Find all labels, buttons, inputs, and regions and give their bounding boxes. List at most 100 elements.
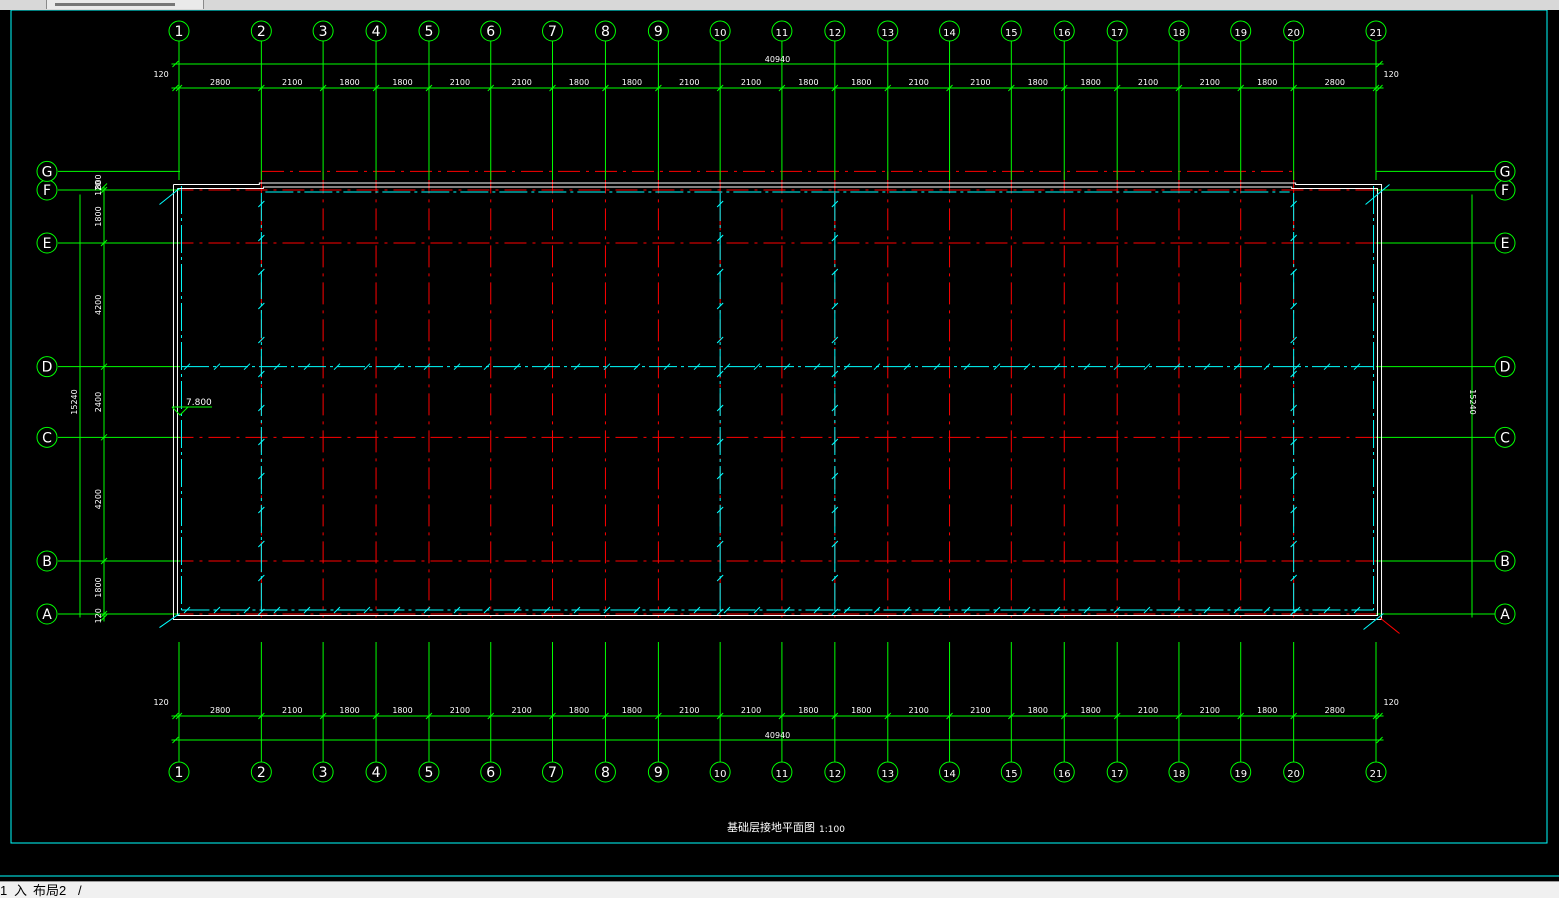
column-bubble-bottom (312, 761, 334, 783)
cyan-tick (716, 540, 724, 548)
file-tab[interactable] (46, 0, 204, 9)
dim-spacing-bottom: 1800 (569, 706, 589, 715)
outer-wall-outline (159, 182, 1400, 634)
cyan-tick (543, 606, 551, 614)
cyan-tick (303, 363, 311, 371)
cyan-grounding-lines (180, 186, 1375, 616)
column-bubble-top (939, 20, 961, 42)
layout-tab-1[interactable]: 1 (0, 883, 8, 898)
cyan-tick (831, 438, 839, 446)
dim-tick (372, 84, 380, 92)
cyan-tick (257, 370, 265, 378)
dim-tick (1007, 712, 1015, 720)
column-bubble-top (594, 20, 616, 42)
elevation-label: 7.800 (186, 398, 212, 408)
dim-spacing-top: 1800 (569, 78, 589, 87)
cyan-tick (257, 404, 265, 412)
cyan-tick (716, 506, 724, 514)
column-bubble-bottom (594, 761, 616, 783)
dim-tick (884, 84, 892, 92)
top-toolbar (0, 0, 1559, 10)
cyan-tick (257, 540, 265, 548)
cyan-tick (1173, 606, 1181, 614)
cyan-tick (716, 234, 724, 242)
cyan-tick (1203, 363, 1211, 371)
cyan-tick (1290, 574, 1298, 582)
row-bubble-right (1494, 160, 1516, 182)
dim-spacing-top: 1800 (392, 78, 412, 87)
column-bubble-top (1230, 20, 1252, 42)
column-bubble-bottom (771, 761, 793, 783)
cyan-tick (813, 606, 821, 614)
row-bubble-left (36, 160, 58, 182)
column-bubble-label: 5 (425, 765, 434, 781)
dim-spacing-bottom: 2100 (741, 706, 761, 715)
dim-spacing-bottom: 1800 (1081, 706, 1101, 715)
column-bubble-top (365, 20, 387, 42)
dim-tick (100, 610, 108, 618)
dim-spacing-top: 2100 (511, 78, 531, 87)
column-bubble-label: 16 (1058, 769, 1071, 780)
dim-spacing-top: 1800 (1081, 78, 1101, 87)
column-bubble-label: 3 (319, 24, 328, 40)
cyan-tick (213, 606, 221, 614)
cyan-tick (1233, 363, 1241, 371)
column-bubble-label: 15 (1005, 28, 1018, 39)
cyan-tick (183, 363, 191, 371)
dim-spacing-top: 2800 (210, 78, 230, 87)
layout-tab-model[interactable]: 入 (14, 883, 28, 898)
cyan-tick (257, 574, 265, 582)
column-bubble-bottom (1365, 761, 1387, 783)
row-bubble-left (36, 232, 58, 254)
column-bubble-bottom (542, 761, 564, 783)
layout-tab-layout2[interactable]: 布局2 (33, 883, 67, 898)
row-bubble-label: D (42, 360, 53, 376)
dim-tick (100, 433, 108, 441)
cyan-tick (1203, 606, 1211, 614)
dim-spacing-bottom: 2100 (970, 706, 990, 715)
row-bubble-label: F (1501, 183, 1509, 199)
cyan-tick (453, 363, 461, 371)
layout-tab-separator: / (78, 883, 82, 898)
cyan-tick (723, 363, 731, 371)
column-bubble-label: 20 (1287, 28, 1300, 39)
dim-tick (1376, 84, 1383, 92)
dim-row-spacing: 1800 (94, 206, 103, 226)
column-bubble-label: 7 (548, 24, 557, 40)
dim-spacing-top: 2100 (1138, 78, 1158, 87)
cyan-tick (1023, 363, 1031, 371)
column-bubble-top (877, 20, 899, 42)
dim-tick (425, 712, 433, 720)
dim-spacing-bottom: 2800 (210, 706, 230, 715)
cyan-tick (903, 363, 911, 371)
column-bubble-label: 20 (1287, 769, 1300, 780)
drawing-title: 基础层接地平面图 (727, 821, 815, 834)
cyan-tick (393, 363, 401, 371)
wall-outline (172, 182, 1383, 621)
cyan-tick (483, 363, 491, 371)
cyan-tick (1290, 370, 1298, 378)
dim-tick (319, 84, 327, 92)
column-bubble-label: 4 (372, 765, 381, 781)
dim-tick (549, 84, 556, 92)
red-grounding-lines (171, 170, 1384, 618)
dim-tick (175, 712, 183, 720)
dim-tick (172, 736, 179, 744)
dim-top-offset: 800 (94, 174, 103, 189)
dim-row-spacing: 2400 (94, 392, 103, 412)
column-bubble-bottom (877, 761, 899, 783)
column-bubble-label: 19 (1234, 28, 1247, 39)
column-bubble-label: 5 (425, 24, 434, 40)
column-bubble-bottom (1283, 761, 1305, 783)
column-bubble-top (709, 20, 731, 42)
dim-tick (1113, 712, 1121, 720)
dim-tick (1376, 60, 1383, 68)
cyan-tick (1113, 363, 1121, 371)
column-bubble-top (771, 20, 793, 42)
cyan-tick (753, 363, 761, 371)
cyan-tick (273, 606, 281, 614)
cyan-tick (1290, 540, 1298, 548)
cyan-tick (573, 363, 581, 371)
cyan-tick (1290, 268, 1298, 276)
